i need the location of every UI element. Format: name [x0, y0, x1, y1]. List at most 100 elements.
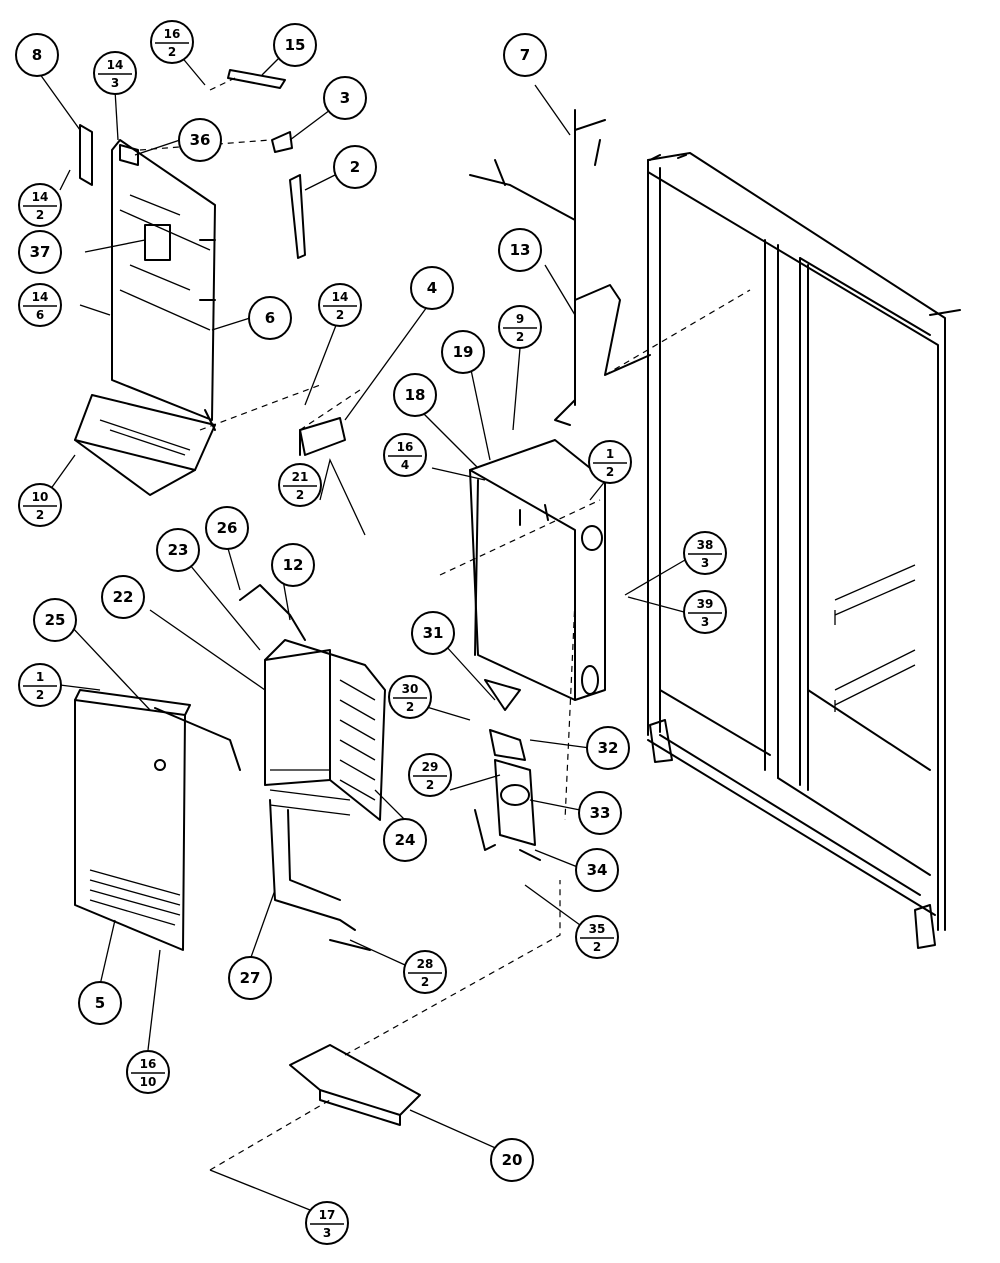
svg-text:33: 33 [590, 804, 611, 822]
svg-text:35: 35 [589, 922, 606, 936]
callout-23: 23 [156, 528, 200, 572]
svg-text:2: 2 [350, 158, 360, 176]
svg-text:3: 3 [701, 615, 709, 629]
svg-text:30: 30 [402, 682, 419, 696]
svg-text:2: 2 [36, 208, 44, 222]
callout-28-2: 282 [403, 950, 447, 994]
callout-31: 31 [411, 611, 455, 655]
svg-text:8: 8 [32, 46, 42, 64]
svg-text:6: 6 [265, 309, 275, 327]
svg-text:16: 16 [397, 440, 414, 454]
svg-text:9: 9 [516, 312, 524, 326]
svg-text:36: 36 [190, 131, 211, 149]
svg-text:37: 37 [30, 243, 51, 261]
callout-34: 34 [575, 848, 619, 892]
svg-text:1: 1 [36, 670, 44, 684]
callout-5: 5 [78, 981, 122, 1025]
callout-37: 37 [18, 230, 62, 274]
callout-1-2a: 12 [588, 440, 632, 484]
small-parts-top [79, 69, 321, 431]
svg-text:15: 15 [285, 36, 306, 54]
callout-4: 4 [410, 266, 454, 310]
front-panel [74, 689, 241, 951]
callout-2: 2 [333, 145, 377, 189]
svg-text:31: 31 [423, 624, 444, 642]
svg-text:2: 2 [426, 778, 434, 792]
callout-14-6: 146 [18, 283, 62, 327]
callout-7: 7 [503, 33, 547, 77]
svg-text:2: 2 [516, 330, 524, 344]
callout-17-3: 173 [305, 1201, 349, 1245]
svg-text:2: 2 [336, 308, 344, 322]
svg-text:2: 2 [593, 940, 601, 954]
svg-text:20: 20 [502, 1151, 523, 1169]
svg-text:14: 14 [107, 58, 124, 72]
callout-20: 20 [490, 1138, 534, 1182]
svg-text:2: 2 [406, 700, 414, 714]
callout-36: 36 [178, 118, 222, 162]
svg-text:16: 16 [164, 27, 181, 41]
svg-text:10: 10 [140, 1075, 157, 1089]
callout-12: 12 [271, 543, 315, 587]
rear-panel [111, 139, 216, 431]
svg-text:2: 2 [36, 688, 44, 702]
svg-text:12: 12 [283, 556, 304, 574]
svg-text:4: 4 [427, 279, 437, 297]
svg-text:7: 7 [520, 46, 530, 64]
evaporator-coil [239, 584, 386, 951]
defrost-assembly [474, 599, 576, 861]
callout-3: 3 [323, 76, 367, 120]
svg-text:6: 6 [36, 308, 44, 322]
callout-19: 19 [441, 330, 485, 374]
callout-14-2: 142 [18, 183, 62, 227]
svg-text:25: 25 [45, 611, 66, 629]
svg-text:13: 13 [510, 241, 531, 259]
svg-text:32: 32 [598, 739, 619, 757]
svg-text:34: 34 [587, 861, 608, 879]
callout-16-4: 164 [383, 433, 427, 477]
svg-text:2: 2 [421, 975, 429, 989]
svg-text:39: 39 [697, 597, 714, 611]
callout-18: 18 [393, 373, 437, 417]
svg-text:23: 23 [168, 541, 189, 559]
bracket-4 [299, 389, 361, 456]
svg-text:18: 18 [405, 386, 426, 404]
callout-39-3: 393 [683, 590, 727, 634]
callout-10-2: 102 [18, 483, 62, 527]
callout-15: 15 [273, 23, 317, 67]
svg-text:2: 2 [296, 488, 304, 502]
callout-9-2: 92 [498, 305, 542, 349]
svg-text:16: 16 [140, 1057, 157, 1071]
callout-29-2: 292 [408, 753, 452, 797]
callout-25: 25 [33, 598, 77, 642]
svg-text:3: 3 [340, 89, 350, 107]
wiring-harness [469, 109, 751, 426]
callout-26: 26 [205, 506, 249, 550]
svg-text:26: 26 [217, 519, 238, 537]
fan-cover-plate [74, 394, 216, 496]
callout-14-3: 143 [93, 51, 137, 95]
callout-27: 27 [228, 956, 272, 1000]
svg-text:17: 17 [319, 1208, 336, 1222]
svg-text:3: 3 [323, 1226, 331, 1240]
callout-13: 13 [498, 228, 542, 272]
callout-33: 33 [578, 791, 622, 835]
callout-6: 6 [248, 296, 292, 340]
callout-38-3: 383 [683, 531, 727, 575]
svg-text:21: 21 [292, 470, 309, 484]
svg-text:5: 5 [95, 994, 105, 1012]
svg-text:19: 19 [453, 343, 474, 361]
callout-24: 24 [383, 818, 427, 862]
svg-text:4: 4 [401, 458, 409, 472]
svg-text:3: 3 [111, 76, 119, 90]
svg-text:24: 24 [395, 831, 416, 849]
svg-text:28: 28 [417, 957, 434, 971]
callout-1-2b: 12 [18, 663, 62, 707]
svg-text:3: 3 [701, 556, 709, 570]
svg-text:29: 29 [422, 760, 439, 774]
drain-pan [209, 880, 561, 1171]
svg-text:2: 2 [606, 465, 614, 479]
svg-text:14: 14 [32, 290, 49, 304]
callout-16-2: 162 [150, 20, 194, 64]
